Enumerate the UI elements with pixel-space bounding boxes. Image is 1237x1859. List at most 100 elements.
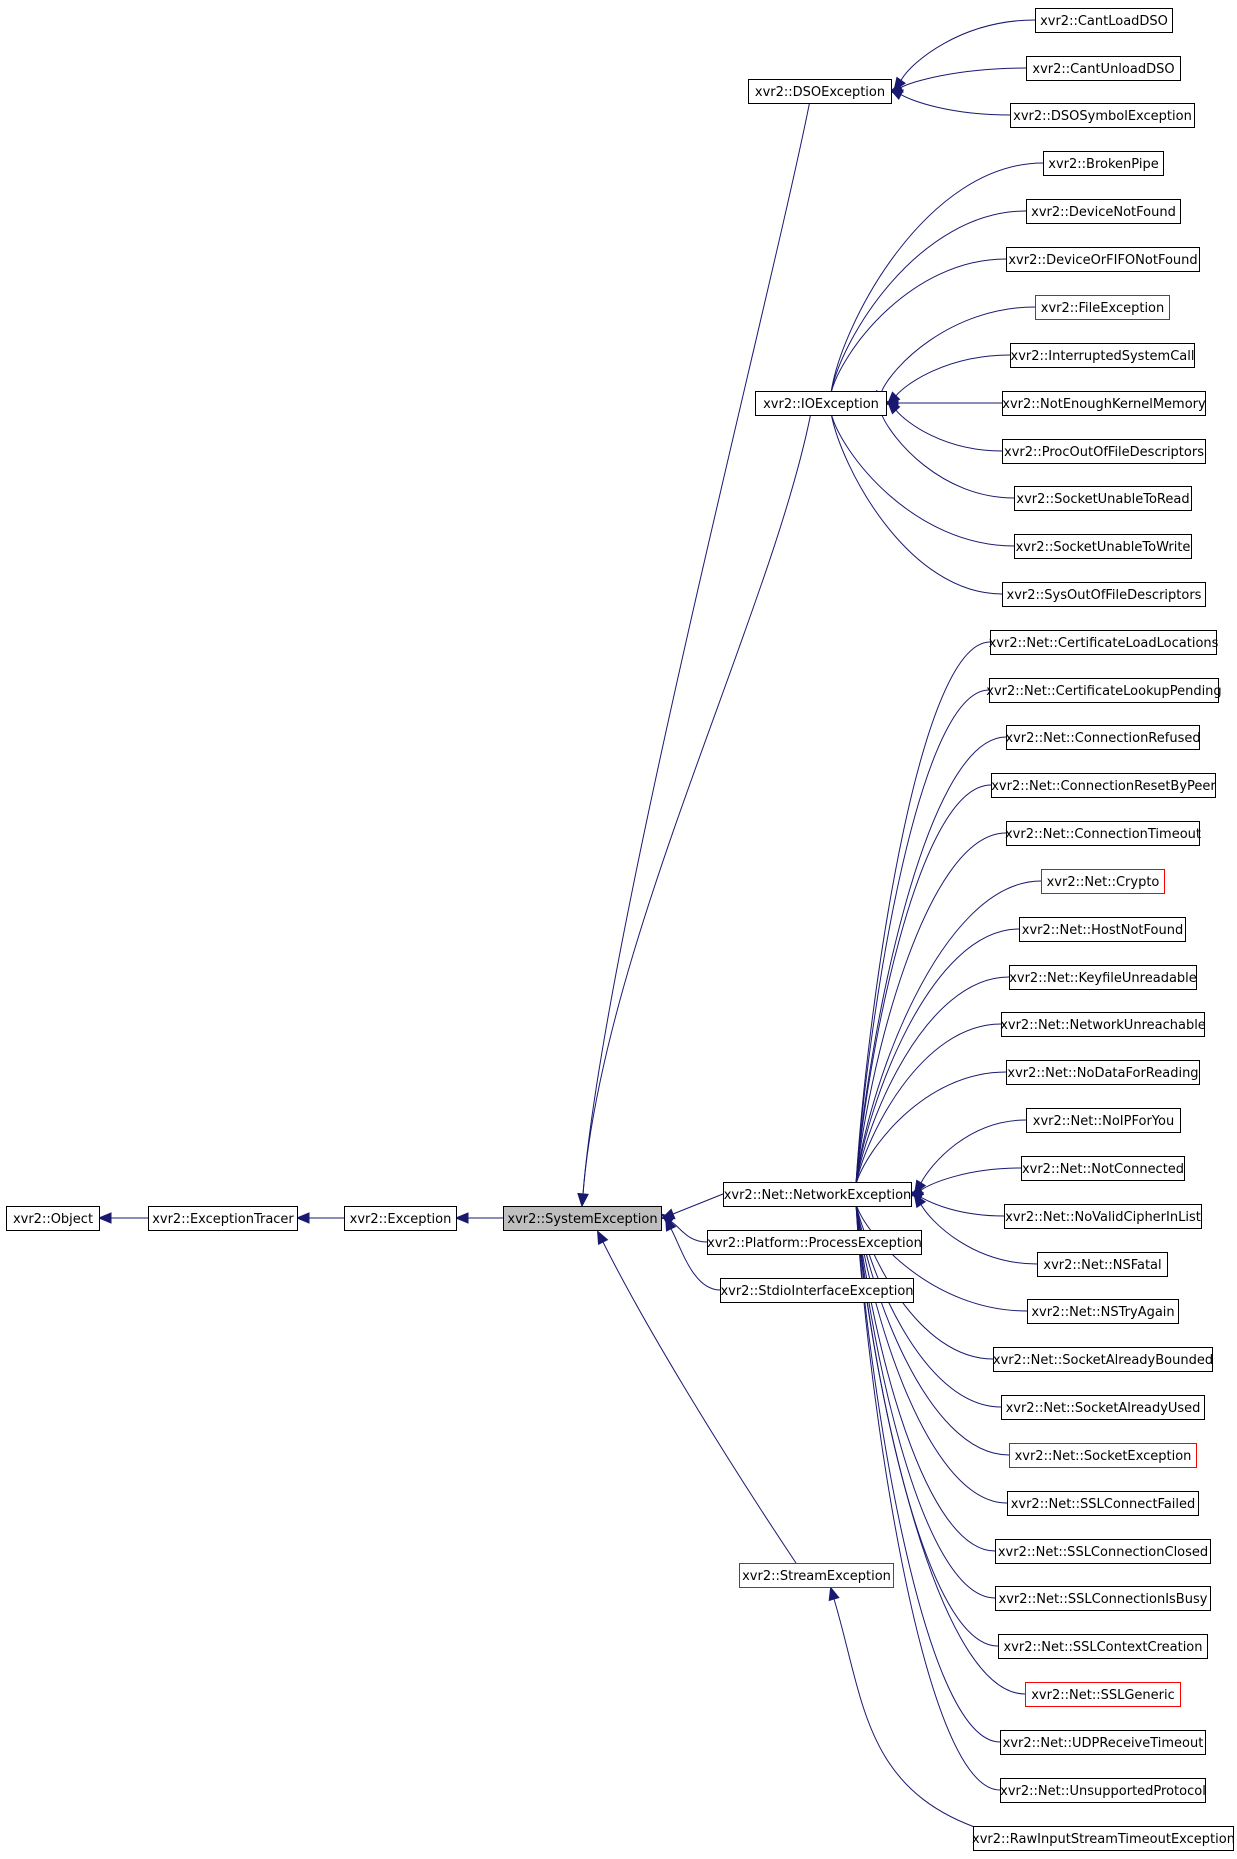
class-name-label: xvr2::Net::ConnectionRefused bbox=[1005, 731, 1200, 746]
class-node-interrupted-system-call: xvr2::InterruptedSystemCall bbox=[1010, 343, 1195, 368]
class-name-label: xvr2::SocketUnableToRead bbox=[1016, 492, 1189, 507]
class-node-crypto[interactable]: xvr2::Net::Crypto bbox=[1041, 869, 1165, 894]
class-node-not-enough-kernel-memory: xvr2::NotEnoughKernelMemory bbox=[1002, 391, 1206, 416]
class-node-system-exception: xvr2::SystemException bbox=[503, 1206, 662, 1231]
node-box bbox=[755, 391, 887, 416]
class-name-label: xvr2::SocketUnableToWrite bbox=[1016, 540, 1191, 555]
node-box bbox=[990, 630, 1217, 655]
class-name-label: xvr2::FileException bbox=[1041, 301, 1165, 316]
class-name-label: xvr2::Object bbox=[13, 1212, 93, 1227]
class-node-device-not-found: xvr2::DeviceNotFound bbox=[1026, 199, 1181, 224]
node-box bbox=[344, 1206, 457, 1231]
class-node-connection-refused: xvr2::Net::ConnectionRefused bbox=[1005, 725, 1201, 750]
class-name-label: xvr2::SysOutOfFileDescriptors bbox=[1007, 588, 1202, 603]
inheritance-edge bbox=[920, 1119, 1027, 1184]
inheritance-edge bbox=[602, 1241, 797, 1564]
node-box bbox=[1025, 1682, 1181, 1707]
node-box bbox=[503, 1206, 662, 1231]
node-box bbox=[1002, 582, 1206, 607]
node-box bbox=[1035, 295, 1170, 320]
inheritance-edge bbox=[855, 880, 1042, 1185]
inheritance-edge bbox=[582, 102, 810, 1195]
class-name-label: xvr2::Net::ConnectionTimeout bbox=[1005, 827, 1201, 842]
class-node-sys-out-of-file-descriptors: xvr2::SysOutOfFileDescriptors bbox=[1002, 582, 1206, 607]
arrowhead-icon bbox=[454, 1212, 469, 1224]
node-box bbox=[1000, 1730, 1206, 1755]
arrowhead-icon bbox=[577, 1193, 589, 1208]
node-box bbox=[995, 1586, 1211, 1611]
class-name-label: xvr2::Net::NSFatal bbox=[1043, 1258, 1161, 1273]
node-box bbox=[989, 678, 1219, 703]
arrowhead-icon bbox=[886, 400, 901, 415]
class-name-label: xvr2::Net::NoDataForReading bbox=[1007, 1066, 1198, 1081]
inheritance-edge bbox=[855, 689, 990, 1185]
inheritance-edge bbox=[880, 412, 1015, 499]
class-node-object: xvr2::Object bbox=[6, 1206, 100, 1231]
inheritance-edge bbox=[830, 258, 1007, 394]
node-box bbox=[1006, 1060, 1200, 1085]
class-node-stream-exception[interactable]: xvr2::StreamException bbox=[739, 1563, 894, 1588]
node-box bbox=[1000, 1778, 1206, 1803]
node-box bbox=[1010, 103, 1195, 128]
class-name-label: xvr2::RawInputStreamTimeoutException bbox=[972, 1832, 1235, 1847]
node-box bbox=[1010, 343, 1195, 368]
class-node-proc-out-of-file-descriptors: xvr2::ProcOutOfFileDescriptors bbox=[1002, 439, 1206, 464]
node-box bbox=[1001, 1012, 1205, 1037]
class-name-label: xvr2::Net::NetworkException bbox=[724, 1188, 912, 1203]
inheritance-edge bbox=[670, 1228, 721, 1291]
class-node-ns-fatal: xvr2::Net::NSFatal bbox=[1037, 1252, 1168, 1277]
class-node-file-exception[interactable]: xvr2::FileException bbox=[1035, 295, 1170, 320]
node-box bbox=[1014, 486, 1192, 511]
class-node-ssl-connect-failed: xvr2::Net::SSLConnectFailed bbox=[1007, 1491, 1199, 1516]
inheritance-edge bbox=[895, 354, 1011, 397]
class-node-unsupported-protocol: xvr2::Net::UnsupportedProtocol bbox=[1000, 1778, 1206, 1803]
class-name-label: xvr2::Net::NoIPForYou bbox=[1033, 1114, 1174, 1129]
class-name-label: xvr2::IOException bbox=[763, 397, 879, 412]
class-name-label: xvr2::DeviceOrFIFONotFound bbox=[1008, 253, 1197, 268]
class-name-label: xvr2::Net::SSLConnectionClosed bbox=[998, 1545, 1208, 1560]
arrowhead-icon bbox=[828, 1586, 840, 1602]
class-node-dso-symbol-exception: xvr2::DSOSymbolException bbox=[1010, 103, 1195, 128]
node-box bbox=[973, 1826, 1234, 1851]
inheritance-edge bbox=[920, 1204, 1038, 1265]
inheritance-edge bbox=[900, 67, 1027, 88]
node-box bbox=[1014, 534, 1192, 559]
class-name-label: xvr2::NotEnoughKernelMemory bbox=[1002, 397, 1206, 412]
class-name-label: xvr2::CantUnloadDSO bbox=[1032, 62, 1174, 77]
class-name-label: xvr2::Net::SSLConnectionIsBusy bbox=[999, 1592, 1208, 1607]
arrowhead-icon bbox=[913, 1193, 927, 1209]
inheritance-edges bbox=[97, 19, 1044, 1831]
inheritance-edge bbox=[830, 162, 1044, 394]
node-box bbox=[1037, 1252, 1168, 1277]
arrowhead-icon bbox=[97, 1212, 112, 1224]
inheritance-edge bbox=[830, 210, 1027, 394]
arrowhead-icon bbox=[889, 88, 904, 100]
class-name-label: xvr2::Net::CertificateLoadLocations bbox=[989, 636, 1219, 651]
class-node-socket-unable-to-read: xvr2::SocketUnableToRead bbox=[1014, 486, 1192, 511]
class-node-socket-exception[interactable]: xvr2::Net::SocketException bbox=[1009, 1443, 1197, 1468]
inheritance-edge bbox=[895, 409, 1003, 452]
inheritance-edge bbox=[855, 1203, 1026, 1695]
class-nodes: xvr2::Object xvr2::ExceptionTracer xvr2::E… bbox=[6, 8, 1235, 1851]
class-node-no-data-for-reading: xvr2::Net::NoDataForReading bbox=[1006, 1060, 1200, 1085]
class-name-label: xvr2::Net::SocketAlreadyUsed bbox=[1006, 1401, 1201, 1416]
inheritance-edge bbox=[855, 928, 1020, 1185]
class-node-exception: xvr2::Exception bbox=[344, 1206, 457, 1231]
class-node-network-unreachable: xvr2::Net::NetworkUnreachable bbox=[1000, 1012, 1206, 1037]
class-node-process-exception: xvr2::Platform::ProcessException bbox=[707, 1230, 922, 1255]
node-box bbox=[1021, 1156, 1185, 1181]
class-node-connection-timeout: xvr2::Net::ConnectionTimeout bbox=[1005, 821, 1201, 846]
class-name-label: xvr2::Net::SSLContextCreation bbox=[1003, 1640, 1202, 1655]
class-name-label: xvr2::ExceptionTracer bbox=[152, 1212, 294, 1227]
class-node-ssl-context-creation: xvr2::Net::SSLContextCreation bbox=[998, 1634, 1208, 1659]
inheritance-edge bbox=[672, 1193, 724, 1215]
inheritance-edge bbox=[880, 306, 1036, 394]
class-name-label: xvr2::DeviceNotFound bbox=[1031, 205, 1176, 220]
node-box bbox=[707, 1230, 922, 1255]
arrowhead-icon bbox=[597, 1230, 609, 1246]
inheritance-edge bbox=[830, 412, 1015, 547]
class-node-ssl-generic[interactable]: xvr2::Net::SSLGeneric bbox=[1025, 1682, 1181, 1707]
node-box bbox=[1009, 965, 1197, 990]
class-name-label: xvr2::DSOException bbox=[755, 85, 885, 100]
inheritance-edge bbox=[830, 412, 1003, 595]
